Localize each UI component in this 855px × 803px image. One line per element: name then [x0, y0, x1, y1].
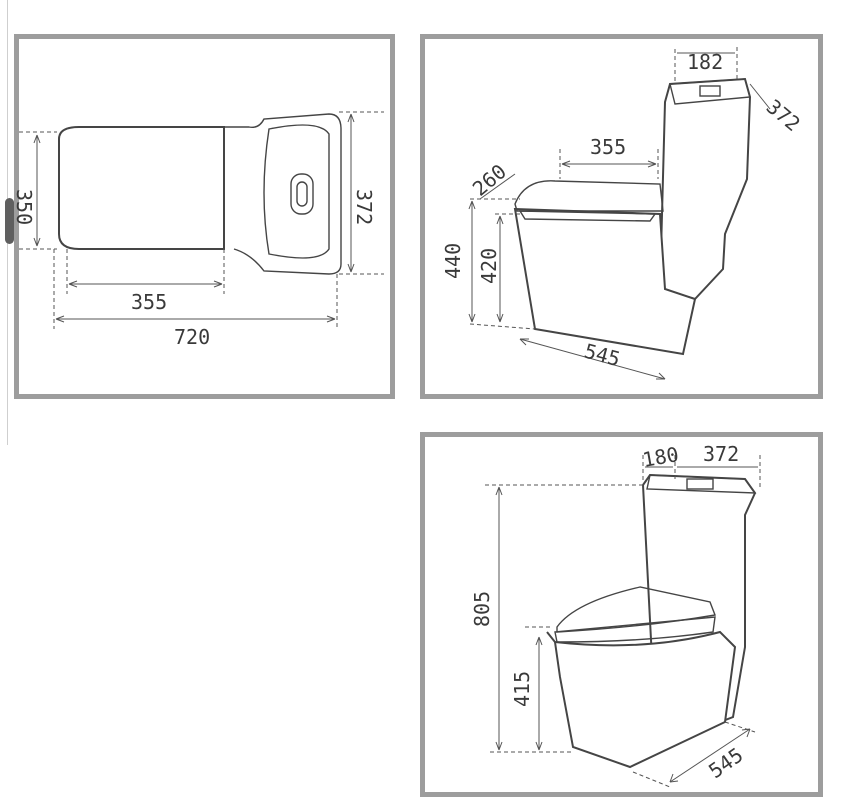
side-lid-width-label: 182 [687, 50, 723, 74]
top-seat-depth-label: 355 [131, 290, 167, 314]
flush-button-outline [290, 173, 314, 215]
front-lid-depth-label: 372 [703, 442, 739, 466]
seat-lid [556, 586, 716, 633]
seat-rim [554, 616, 716, 643]
tank-outline [263, 124, 330, 259]
top-partial-label: 350 [12, 189, 36, 225]
front-view-panel: 180 372 805 415 545 [420, 432, 823, 797]
front-view-drawing: 180 372 805 415 545 [470, 442, 761, 788]
seat-rim [518, 210, 657, 222]
side-view-panel: 182 372 355 260 440 420 545 [420, 34, 823, 399]
front-length-label: 545 [704, 743, 747, 783]
side-total-height-label: 440 [441, 243, 465, 279]
top-view-drawing: 355 720 372 350 [12, 111, 384, 349]
top-length-label: 720 [174, 325, 210, 349]
front-total-height-label: 805 [470, 591, 494, 627]
scroll-handle[interactable] [5, 198, 14, 244]
side-seat-height-label: 420 [477, 248, 501, 284]
side-view-drawing: 182 372 355 260 440 420 545 [441, 47, 805, 380]
seat-lid [514, 180, 664, 212]
seat-outline [58, 126, 225, 250]
side-front-depth-label: 260 [468, 159, 511, 201]
tank-body [658, 77, 752, 301]
tank-lid [646, 474, 757, 494]
flush-button-inner [296, 181, 308, 207]
side-seat-depth-label: 355 [590, 135, 626, 159]
tank-lid [669, 78, 751, 105]
tank-button [699, 85, 721, 97]
side-lid-depth-label: 372 [762, 94, 805, 136]
bowl-outline [224, 113, 342, 275]
tank-button [686, 478, 714, 490]
bowl-body [546, 630, 737, 769]
top-view-panel: 355 720 372 350 [12, 34, 395, 399]
top-width-label: 372 [352, 189, 376, 225]
front-lid-width-label: 180 [641, 442, 681, 472]
front-seat-height-label: 415 [510, 671, 534, 707]
